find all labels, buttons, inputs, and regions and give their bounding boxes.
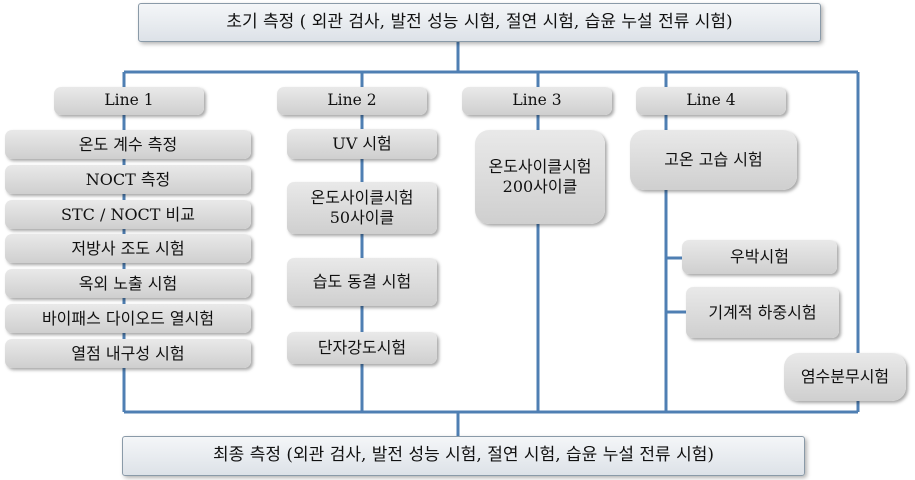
line2-test-box: 온도사이클시험 50사이클 xyxy=(287,182,437,234)
line1-test-label: 저방사 조도 시험 xyxy=(71,238,185,258)
line1-test-label: 열점 내구성 시험 xyxy=(71,343,185,363)
line1-test-label: NOCT 측정 xyxy=(85,169,171,189)
line1-test-label: 바이패스 다이오드 열시험 xyxy=(41,308,215,328)
final-measurement-label: 최종 측정 (외관 검사, 발전 성능 시험, 절연 시험, 습윤 누설 전류 … xyxy=(213,445,714,466)
line1-test-label: 옥외 노출 시험 xyxy=(78,273,178,293)
line3-header: Line 3 xyxy=(462,87,612,115)
line4-test-label: 고온 고습 시험 xyxy=(664,150,763,169)
line2-test-label: UV 시험 xyxy=(332,134,392,153)
initial-measurement-box: 초기 측정 ( 외관 검사, 발전 성능 시험, 절연 시험, 습윤 누설 전류… xyxy=(138,3,821,42)
line1-test-label: 온도 계수 측정 xyxy=(78,134,178,154)
final-measurement-box: 최종 측정 (외관 검사, 발전 성능 시험, 절연 시험, 습윤 누설 전류 … xyxy=(122,436,805,476)
line1-test-box: NOCT 측정 xyxy=(5,165,251,194)
line1-test-box: 온도 계수 측정 xyxy=(5,130,251,159)
line1-test-box: 열점 내구성 시험 xyxy=(5,339,251,368)
line1-label: Line 1 xyxy=(104,91,154,110)
line3-label: Line 3 xyxy=(512,91,562,110)
line1-test-box: STC / NOCT 비교 xyxy=(5,200,251,229)
line4-test-label: 우박시험 xyxy=(730,247,789,266)
line1-header: Line 1 xyxy=(54,87,204,115)
line2-test-box: 단자강도시험 xyxy=(287,332,437,364)
line1-test-box: 옥외 노출 시험 xyxy=(5,269,251,298)
line4-test-box: 기계적 하중시험 xyxy=(686,287,839,338)
line4-header: Line 4 xyxy=(636,87,786,115)
line2-header: Line 2 xyxy=(277,87,427,115)
line1-test-label: STC / NOCT 비교 xyxy=(61,204,195,224)
line4-label: Line 4 xyxy=(686,91,736,110)
initial-measurement-label: 초기 측정 ( 외관 검사, 발전 성능 시험, 절연 시험, 습윤 누설 전류… xyxy=(226,11,733,32)
line1-test-box: 바이패스 다이오드 열시험 xyxy=(5,304,251,333)
line2-label: Line 2 xyxy=(327,91,377,110)
line2-test-label: 온도사이클시험 50사이클 xyxy=(310,188,414,227)
line1-test-box: 저방사 조도 시험 xyxy=(5,234,251,263)
line2-test-box: 습도 동결 시험 xyxy=(287,258,437,306)
line3-test-box: 온도사이클시험 200사이클 xyxy=(475,130,605,224)
line2-test-label: 단자강도시험 xyxy=(317,338,407,357)
line4-test-box: 우박시험 xyxy=(682,240,837,274)
line4-test-label: 기계적 하중시험 xyxy=(708,302,817,322)
line2-test-label: 습도 동결 시험 xyxy=(312,272,412,291)
line3-test-label: 온도사이클시험 200사이클 xyxy=(488,157,592,196)
line4-test-box: 고온 고습 시험 xyxy=(630,130,797,190)
salt-spray-test-box: 염수분무시험 xyxy=(784,353,906,401)
line2-test-box: UV 시험 xyxy=(287,129,437,159)
salt-spray-test-label: 염수분무시험 xyxy=(800,367,890,386)
